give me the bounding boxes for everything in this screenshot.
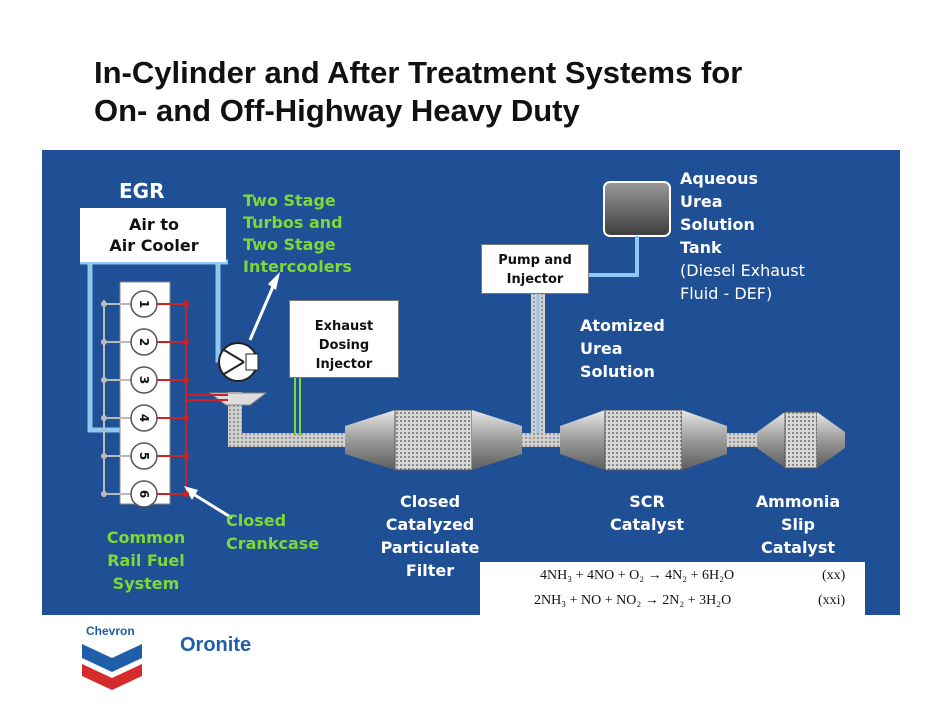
crankcase-arrow [189, 490, 233, 520]
turbo-arrow [248, 281, 277, 341]
turbo-line-2: Turbos and [243, 213, 343, 232]
cylinder-6: 6 [101, 480, 189, 508]
scr-label: SCR Catalyst [592, 490, 702, 536]
pump-line-2: Injector [506, 272, 564, 287]
equation-2-tag: (xxi) [818, 593, 846, 608]
cylinder-number: 5 [137, 452, 151, 460]
reaction-equations: 4NH₃ + 4NO + O₂ → 4N₂ + 6H₂O (xx) 2NH₃ +… [480, 562, 865, 615]
scr-housing [560, 409, 727, 471]
chevron-logo [82, 644, 142, 690]
closed-crankcase-label: Closed Crankcase [226, 509, 319, 555]
turbo-line-3: Two Stage [243, 235, 336, 254]
atomized-line-2: Urea [580, 339, 623, 358]
atomized-line-1: Atomized [580, 316, 665, 335]
cylinder-number: 4 [137, 414, 151, 422]
title-line-1: In-Cylinder and After Treatment Systems … [94, 55, 743, 90]
turbo-line-1: Two Stage [243, 191, 336, 210]
cdpf-line-4: Filter [405, 561, 455, 580]
chevron-wordmark: Chevron [86, 624, 135, 638]
cdpf-label: Closed Catalyzed Particulate Filter [362, 490, 498, 582]
title-line-2: On- and Off-Highway Heavy Duty [94, 93, 580, 128]
exhaust-line-1: Exhaust [314, 319, 374, 334]
asc-line-2: Slip [781, 515, 815, 534]
turbo-label: Two Stage Turbos and Two Stage Intercool… [243, 190, 352, 278]
air-cooler-line-1: Air to [129, 215, 179, 234]
def-line-2: Fluid - DEF) [680, 284, 773, 303]
common-rail-line-1: Common [106, 528, 186, 547]
slide-title: In-Cylinder and After Treatment Systems … [94, 54, 914, 130]
equation-2: 2NH₃ + NO + NO₂ → 2N₂ + 3H₂O [534, 593, 732, 608]
equation-1: 4NH₃ + 4NO + O₂ → 4N₂ + 6H₂O [540, 568, 735, 583]
cylinder-number: 2 [137, 338, 151, 346]
cylinder-3: 3 [101, 366, 189, 394]
dosing-injector-lines [294, 370, 301, 436]
urea-tank-line-2: Urea [680, 192, 723, 211]
asc-line-3: Catalyst [760, 538, 836, 557]
oronite-logo: Oronite [180, 634, 252, 656]
urea-tank-line-4: Tank [680, 238, 722, 257]
scr-line-1: SCR [629, 492, 665, 511]
atomized-urea-label: Atomized Urea Solution [580, 314, 665, 383]
exhaust-line-3: Injector [315, 357, 373, 372]
cdpf-housing [345, 409, 522, 471]
urea-tank-label: Aqueous Urea Solution Tank (Diesel Exhau… [680, 167, 805, 305]
closed-cc-line-1: Closed [226, 511, 287, 530]
egr-label: EGR [119, 179, 165, 203]
cylinder-5: 5 [101, 442, 189, 470]
air-cooler-line-2: Air Cooler [109, 236, 199, 255]
turbo-line-4: Intercoolers [243, 257, 352, 276]
def-line-1: (Diesel Exhaust [680, 261, 805, 280]
exhaust-line-2: Dosing [318, 338, 370, 353]
scr-line-2: Catalyst [609, 515, 685, 534]
common-rail-line-3: System [112, 574, 180, 593]
exhaust-dosing-injector-box: Exhaust Dosing Injector [289, 300, 399, 378]
cdpf-line-2: Catalyzed [385, 515, 475, 534]
pump-line-1: Pump and [498, 253, 572, 268]
cylinder-4: 4 [101, 404, 189, 432]
air-cooler-box [80, 208, 226, 262]
turbo-links [186, 394, 228, 401]
cdpf-line-1: Closed [399, 492, 461, 511]
atomized-line-3: Solution [580, 362, 655, 381]
cylinder-1: 1 [101, 290, 189, 318]
equation-1-tag: (xx) [822, 568, 846, 583]
pump-injector-box: Pump and Injector [481, 244, 589, 294]
asc-line-1: Ammonia [755, 492, 841, 511]
common-rail-label: Common Rail Fuel System [96, 526, 196, 595]
air-cooler-label: Air to Air Cooler [84, 214, 224, 256]
cylinder-number: 1 [137, 300, 151, 308]
cdpf-line-3: Particulate [380, 538, 480, 557]
common-rail-line-2: Rail Fuel [107, 551, 185, 570]
cylinder-2: 2 [101, 328, 189, 356]
urea-feed-line [588, 236, 639, 277]
cylinder-number: 6 [137, 490, 151, 498]
urea-tank-line-1: Aqueous [680, 169, 758, 188]
cylinder-number: 3 [137, 376, 151, 384]
urea-tank-line-3: Solution [680, 215, 755, 234]
closed-cc-line-2: Crankcase [226, 534, 320, 553]
asc-label: Ammonia Slip Catalyst [740, 490, 856, 559]
asc-housing [757, 411, 845, 469]
